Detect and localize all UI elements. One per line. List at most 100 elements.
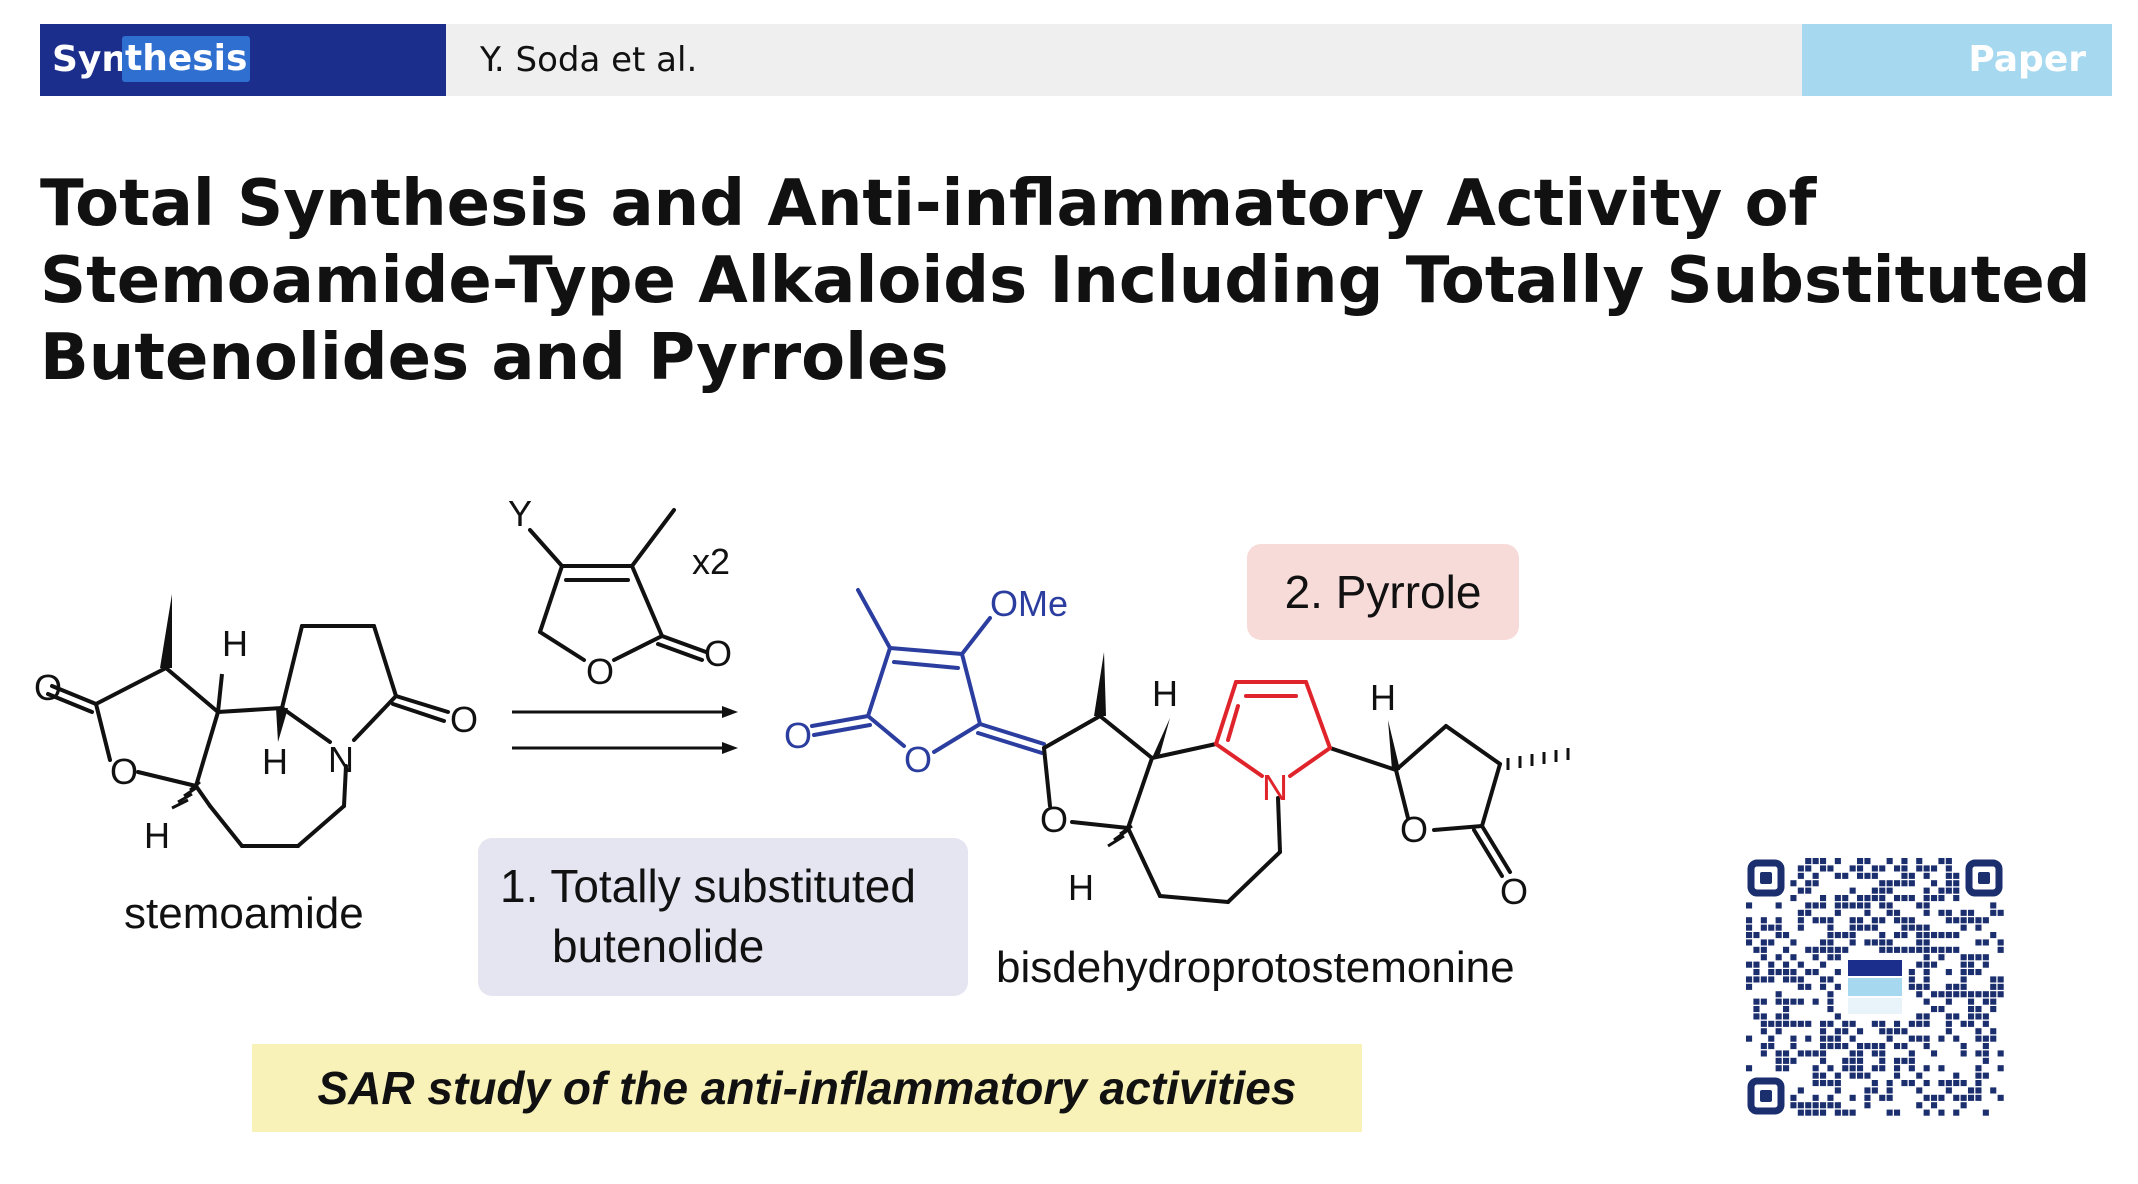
qr-module: [1797, 1102, 1804, 1109]
qr-module: [1827, 1065, 1834, 1072]
qr-module: [1916, 1087, 1923, 1094]
qr-module: [1960, 983, 1967, 990]
qr-module: [1812, 954, 1819, 961]
stemoamide-wedge-methyl: [160, 594, 172, 668]
qr-module: [1842, 946, 1849, 953]
qr-module: [1753, 976, 1760, 983]
qr-module: [1783, 1013, 1790, 1020]
qr-module: [1975, 1065, 1982, 1072]
qr-module: [1820, 1050, 1827, 1057]
qr-module: [1990, 1087, 1997, 1094]
qr-module: [1901, 924, 1908, 931]
journal-logo[interactable]: Syn thesis: [40, 24, 446, 96]
qr-module: [1827, 1006, 1834, 1013]
qr-module: [1997, 946, 2004, 953]
qr-module: [1871, 917, 1878, 924]
stemoamide-structure: [46, 624, 450, 848]
qr-module: [1760, 924, 1767, 931]
reaction-arrows: [512, 706, 738, 754]
qr-module: [1894, 1065, 1901, 1072]
qr-module: [1931, 1094, 1938, 1101]
qr-code-icon[interactable]: [1746, 858, 2004, 1116]
step1-line2: butenolide: [552, 920, 765, 972]
qr-module: [1916, 858, 1923, 865]
qr-module: [1760, 1013, 1767, 1020]
qr-module: [1768, 924, 1775, 931]
qr-module: [1812, 1050, 1819, 1057]
product-atom-o-lactone: O: [1400, 809, 1428, 850]
qr-module: [1975, 1028, 1982, 1035]
qr-module: [1775, 969, 1782, 976]
qr-module: [1820, 902, 1827, 909]
qr-module: [1938, 932, 1945, 939]
product-atom-o-carbonyl: O: [784, 715, 812, 756]
qr-module: [1916, 939, 1923, 946]
qr-module: [1849, 1035, 1856, 1042]
qr-module: [1997, 991, 2004, 998]
qr-module: [1916, 902, 1923, 909]
qr-module: [1820, 917, 1827, 924]
qr-module: [1797, 865, 1804, 872]
article-type-badge: Paper: [1802, 24, 2112, 96]
qr-module: [1975, 1094, 1982, 1101]
qr-module: [1975, 1006, 1982, 1013]
qr-module: [1842, 1028, 1849, 1035]
qr-module: [1827, 1080, 1834, 1087]
qr-module: [1790, 1043, 1797, 1050]
qr-module: [1775, 924, 1782, 931]
qr-module: [1879, 1028, 1886, 1035]
qr-module: [1960, 917, 1967, 924]
qr-module: [1827, 939, 1834, 946]
qr-module: [1886, 946, 1893, 953]
qr-module: [1805, 1102, 1812, 1109]
qr-module: [1760, 1050, 1767, 1057]
qr-module: [1842, 1065, 1849, 1072]
qr-module: [1990, 998, 1997, 1005]
qr-module: [1797, 998, 1804, 1005]
qr-module: [1805, 902, 1812, 909]
qr-module: [1805, 909, 1812, 916]
qr-module: [1842, 1109, 1849, 1116]
qr-module: [1790, 969, 1797, 976]
qr-module: [1975, 939, 1982, 946]
product-atom-h1: H: [1152, 673, 1178, 714]
qr-module: [1894, 1020, 1901, 1027]
qr-module: [1968, 909, 1975, 916]
qr-module: [1753, 969, 1760, 976]
qr-module: [1886, 880, 1893, 887]
qr-module: [1871, 939, 1878, 946]
qr-module: [1923, 961, 1930, 968]
qr-module: [1857, 1057, 1864, 1064]
qr-module: [1871, 865, 1878, 872]
qr-module: [1938, 991, 1945, 998]
qr-module: [1768, 1020, 1775, 1027]
qr-module: [1760, 1028, 1767, 1035]
reagent-substituent-y: Y: [508, 493, 532, 534]
qr-module: [1857, 902, 1864, 909]
qr-module: [1975, 1013, 1982, 1020]
qr-module: [1805, 1050, 1812, 1057]
qr-module: [1953, 917, 1960, 924]
qr-module: [1953, 1035, 1960, 1042]
qr-module: [1982, 1013, 1989, 1020]
qr-module: [1894, 1057, 1901, 1064]
qr-module: [1746, 932, 1753, 939]
qr-module: [1790, 1094, 1797, 1101]
product-wedge-h-lactone: [1388, 720, 1400, 770]
qr-module: [1923, 998, 1930, 1005]
qr-module: [1953, 1080, 1960, 1087]
qr-module: [1938, 1065, 1945, 1072]
qr-module: [1931, 865, 1938, 872]
product-wedge-h: [1152, 718, 1170, 758]
qr-module: [1901, 917, 1908, 924]
qr-module: [1805, 858, 1812, 865]
qr-module: [1864, 1043, 1871, 1050]
qr-module: [1760, 917, 1767, 924]
qr-module: [1790, 939, 1797, 946]
qr-module: [1864, 895, 1871, 902]
qr-module: [1797, 983, 1804, 990]
qr-module: [1960, 924, 1967, 931]
qr-module: [1849, 1109, 1856, 1116]
qr-module: [1753, 946, 1760, 953]
qr-module: [1931, 991, 1938, 998]
